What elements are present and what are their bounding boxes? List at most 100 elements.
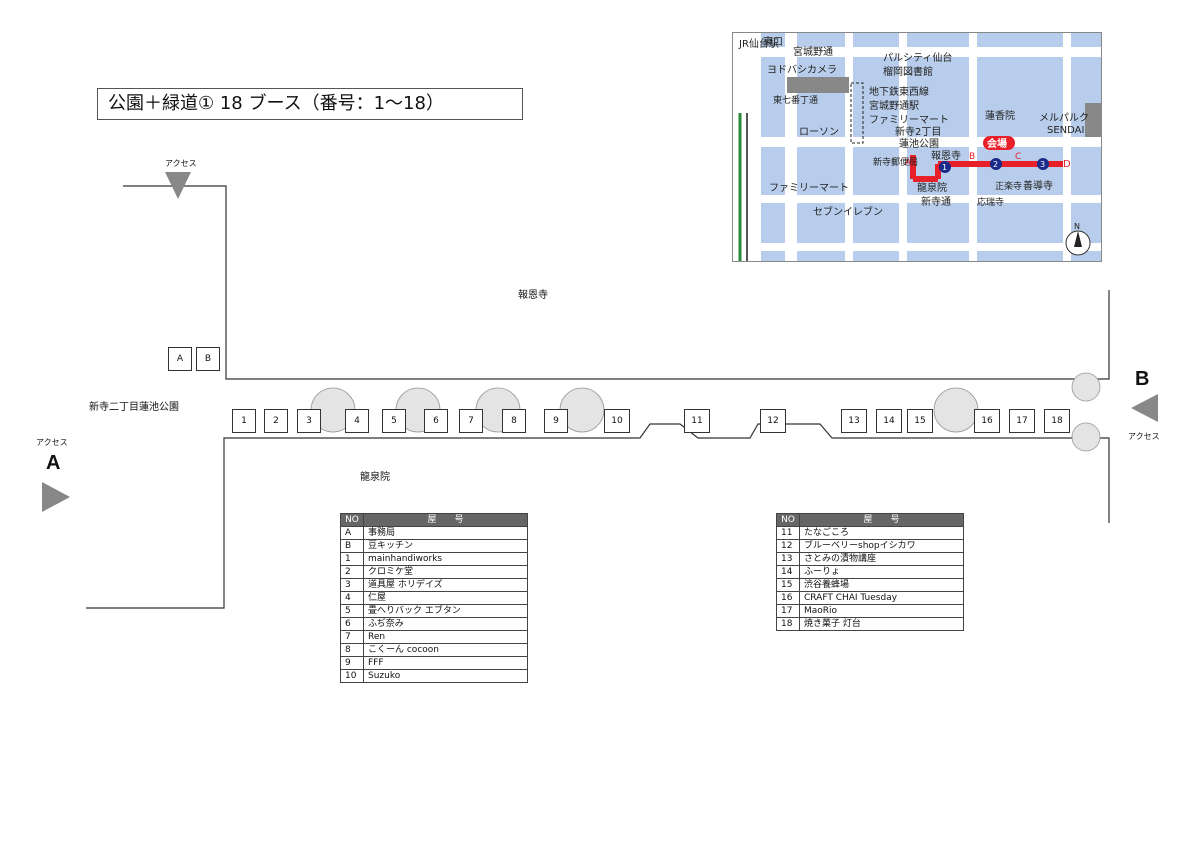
booth-9[interactable]: 9 [544,409,568,433]
booth-3[interactable]: 3 [297,409,321,433]
legend-no: 6 [340,617,364,631]
svg-text:パルシティ仙台: パルシティ仙台 [883,51,952,64]
svg-text:新寺郵便局: 新寺郵便局 [873,156,918,168]
legend-shop: ふーりょ [799,565,964,579]
access-label-a: アクセス [36,438,68,447]
booth-7[interactable]: 7 [459,409,483,433]
svg-text:善導寺: 善導寺 [1023,179,1053,192]
booth-b[interactable]: B [196,347,220,371]
booth-8[interactable]: 8 [502,409,526,433]
svg-text:ヨドバシカメラ: ヨドバシカメラ [767,64,837,76]
svg-text:セブンイレブン: セブンイレブン [813,205,883,218]
booth-11[interactable]: 11 [684,409,710,433]
svg-text:新寺2丁目: 新寺2丁目 [895,125,941,138]
svg-text:ローソン: ローソン [799,127,839,138]
booth-4[interactable]: 4 [345,409,369,433]
legend-no: 4 [340,591,364,605]
legend-no: 2 [340,565,364,579]
legend-shop: たなごころ [799,526,964,540]
inset-map: 会場 1 2 3 A B C D JR仙台駅 東口 宮城野通 パルシティ仙台 榴… [732,32,1102,262]
booth-18[interactable]: 18 [1044,409,1070,433]
legend-shop: Suzuko [363,669,528,683]
svg-text:ファミリーマート: ファミリーマート [869,115,949,126]
legend-shop: さとみの漬物講座 [799,552,964,566]
svg-text:D: D [1063,159,1071,170]
inset-map-svg: 会場 1 2 3 A B C D JR仙台駅 東口 宮城野通 パルシティ仙台 榴… [733,33,1101,261]
access-arrow-top [165,172,191,199]
svg-text:ファミリーマート: ファミリーマート [769,183,849,194]
legend-no: 5 [340,604,364,618]
legend-no: 1 [340,552,364,566]
legend-shop: mainhandiworks [363,552,528,566]
legend-shop: CRAFT CHAI Tuesday [799,591,964,605]
entrance-a-label: A [46,452,61,474]
svg-text:東七番丁通: 東七番丁通 [773,94,818,106]
booth-a[interactable]: A [168,347,192,371]
legend-no: 3 [340,578,364,592]
legend-shop: 事務局 [363,526,528,540]
legend-no: 13 [776,552,800,566]
east-exit-label: 東口 [763,35,783,48]
legend-shop: ブルーベリーshopイシカワ [799,539,964,553]
svg-text:A: A [905,158,912,168]
lower-block-outline [86,423,1110,609]
booth-15[interactable]: 15 [907,409,933,433]
booth-16[interactable]: 16 [974,409,1000,433]
booth-5[interactable]: 5 [382,409,406,433]
booth-2[interactable]: 2 [264,409,288,433]
legend-no: 12 [776,539,800,553]
legend-no: 11 [776,526,800,540]
legend-no: 8 [340,643,364,657]
tree [1071,422,1101,452]
svg-text:報恩寺: 報恩寺 [931,150,961,162]
booth-17[interactable]: 17 [1009,409,1035,433]
legend-shop: FFF [363,656,528,670]
booth-1[interactable]: 1 [232,409,256,433]
legend-header-no: NO [776,513,800,527]
booth-10[interactable]: 10 [604,409,630,433]
legend-shop: ふぢ奈み [363,617,528,631]
legend-no: 16 [776,591,800,605]
legend-no: 18 [776,617,800,631]
north-arrow-pointer [1074,231,1082,247]
svg-text:N: N [1074,222,1080,231]
venue-badge [983,136,1015,150]
legend-no: 17 [776,604,800,618]
legend-shop: 畳へりバック エブタン [363,604,528,618]
svg-text:宮城野通: 宮城野通 [793,45,833,58]
marker-1 [939,161,951,173]
venue-badge-text: 会場 [987,137,1007,150]
booth-6[interactable]: 6 [424,409,448,433]
legend-no: 10 [340,669,364,683]
access-label-b: アクセス [1128,432,1160,441]
svg-text:2: 2 [993,160,998,169]
svg-text:1: 1 [942,163,947,172]
page-title: 公園＋緑道① 18 ブース（番号：1〜18） [97,88,523,120]
booth-13[interactable]: 13 [841,409,867,433]
legend-no: 14 [776,565,800,579]
svg-text:宮城野通駅: 宮城野通駅 [869,99,919,112]
marker-2 [990,158,1002,170]
legend-header-name: 屋 号 [799,513,964,527]
svg-text:地下鉄東西線: 地下鉄東西線 [869,85,929,98]
subway-station-outline [850,82,864,144]
booth-14[interactable]: 14 [876,409,902,433]
booth-12[interactable]: 12 [760,409,786,433]
legend-header-row: NO 屋 号 [776,513,964,527]
legend-header-row: NO 屋 号 [340,513,528,527]
marker-3 [1037,158,1049,170]
svg-text:3: 3 [1040,160,1045,169]
